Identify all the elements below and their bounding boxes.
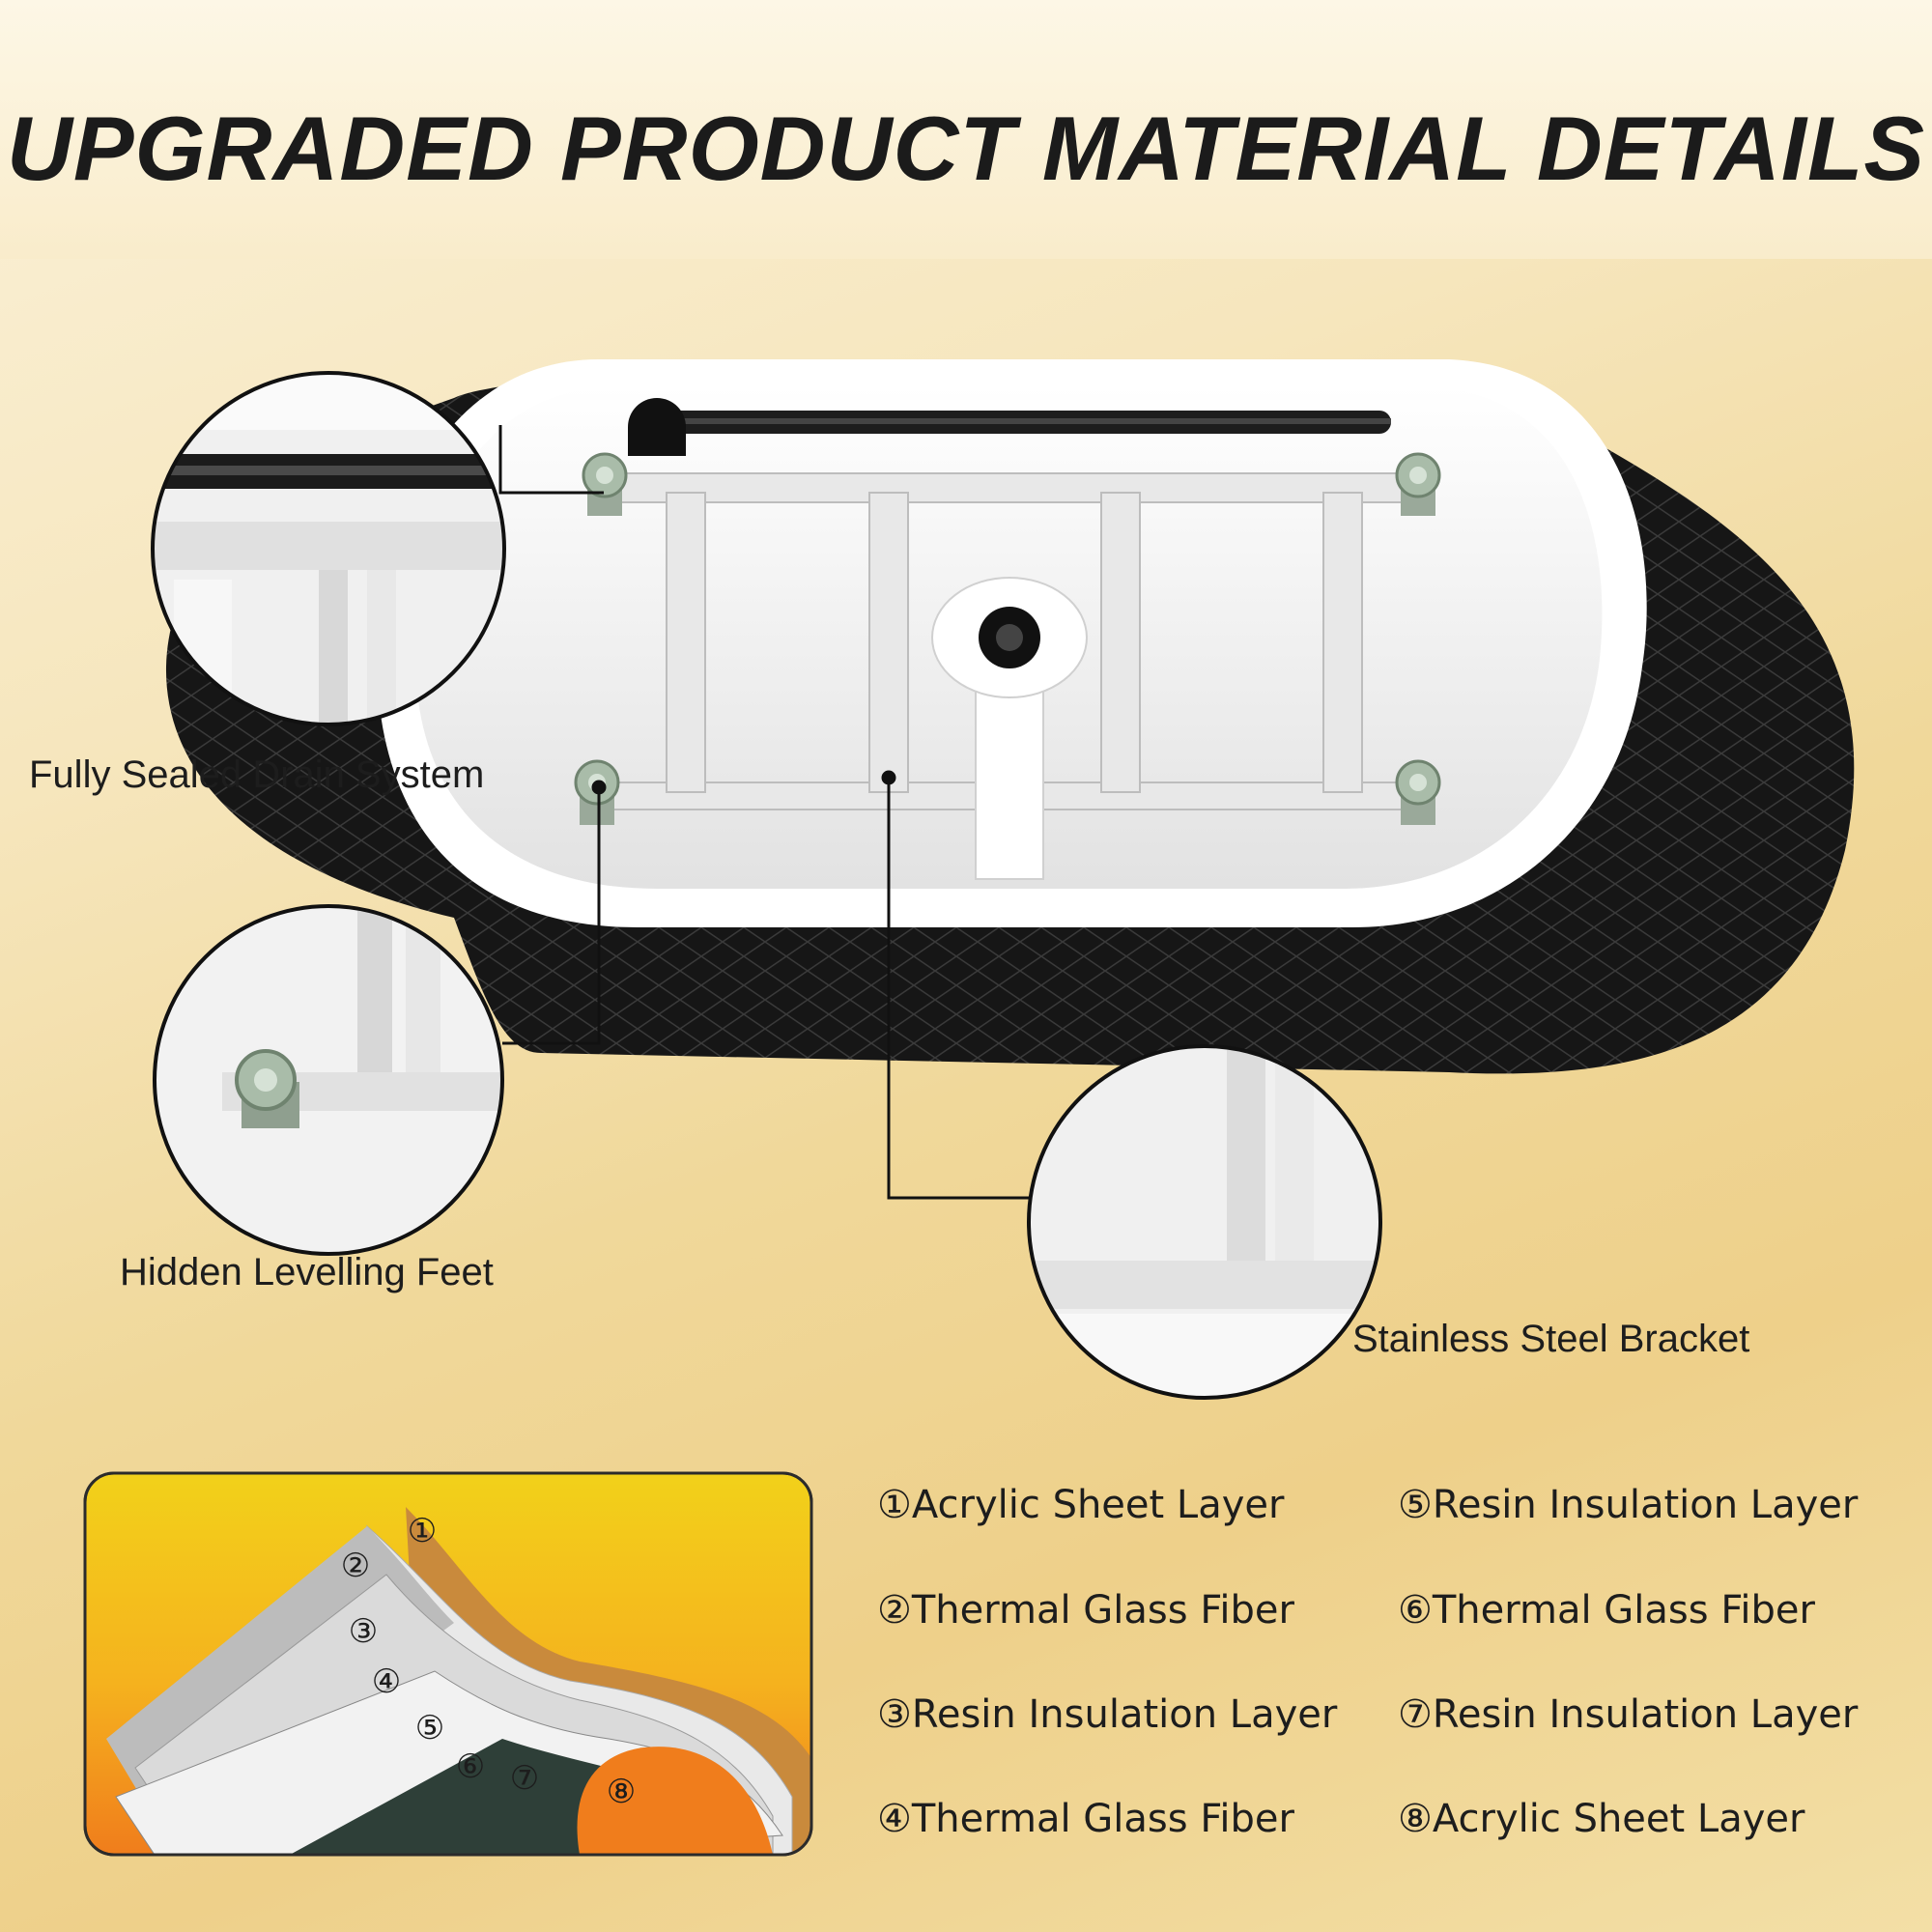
layer-marker-2: ② bbox=[341, 1547, 370, 1585]
layer-diagram: ① ② ③ ④ ⑤ ⑥ ⑦ ⑧ bbox=[83, 1471, 813, 1857]
layer-number: ⑧ bbox=[1398, 1797, 1433, 1841]
layer-marker-6: ⑥ bbox=[456, 1747, 485, 1786]
layer-number: ⑥ bbox=[1398, 1588, 1433, 1633]
layer-label: Resin Insulation Layer bbox=[911, 1692, 1338, 1737]
page-title: UPGRADED PRODUCT MATERIAL DETAILS bbox=[6, 98, 1926, 199]
layer-marker-1: ① bbox=[408, 1512, 437, 1550]
layer-label: Thermal Glass Fiber bbox=[911, 1588, 1294, 1633]
layer-item: ⑧Acrylic Sheet Layer bbox=[1398, 1797, 1804, 1841]
layer-item: ⑦Resin Insulation Layer bbox=[1398, 1692, 1858, 1737]
layer-item: ①Acrylic Sheet Layer bbox=[877, 1483, 1284, 1527]
layer-label: Thermal Glass Fiber bbox=[911, 1797, 1294, 1841]
callout-drain-system: Fully Sealed Drain System bbox=[29, 753, 485, 796]
layer-number: ④ bbox=[877, 1797, 912, 1841]
layer-item: ②Thermal Glass Fiber bbox=[877, 1588, 1294, 1633]
layer-item: ⑤Resin Insulation Layer bbox=[1398, 1483, 1858, 1527]
zoom-levelling-feet bbox=[153, 904, 504, 1256]
layer-number: ③ bbox=[877, 1692, 912, 1737]
layer-item: ⑥Thermal Glass Fiber bbox=[1398, 1588, 1815, 1633]
layer-number: ① bbox=[877, 1483, 912, 1527]
drain bbox=[931, 577, 1088, 880]
header-band bbox=[0, 0, 1932, 259]
layer-label: Thermal Glass Fiber bbox=[1432, 1588, 1815, 1633]
zoom-stainless-bracket bbox=[1027, 1044, 1382, 1400]
bathtub bbox=[165, 359, 1855, 1074]
leveling-feet bbox=[574, 452, 1441, 825]
layer-marker-4: ④ bbox=[372, 1662, 401, 1701]
layer-marker-8: ⑧ bbox=[607, 1773, 636, 1811]
layer-marker-7: ⑦ bbox=[510, 1759, 539, 1798]
layer-item: ④Thermal Glass Fiber bbox=[877, 1797, 1294, 1841]
zoom-drain-system bbox=[151, 371, 506, 726]
layer-number: ⑤ bbox=[1398, 1483, 1433, 1527]
layer-label: Resin Insulation Layer bbox=[1432, 1692, 1859, 1737]
leader-lines bbox=[498, 425, 1034, 1200]
layer-label: Acrylic Sheet Layer bbox=[911, 1483, 1285, 1527]
layer-marker-3: ③ bbox=[349, 1612, 378, 1651]
layer-marker-5: ⑤ bbox=[415, 1709, 444, 1747]
callout-stainless-bracket: Stainless Steel Bracket bbox=[1352, 1318, 1750, 1360]
layer-label: Resin Insulation Layer bbox=[1432, 1483, 1859, 1527]
callout-levelling-feet: Hidden Levelling Feet bbox=[120, 1251, 494, 1293]
layer-number: ② bbox=[877, 1588, 912, 1633]
layer-item: ③Resin Insulation Layer bbox=[877, 1692, 1337, 1737]
layer-label: Acrylic Sheet Layer bbox=[1432, 1797, 1805, 1841]
layer-number: ⑦ bbox=[1398, 1692, 1433, 1737]
